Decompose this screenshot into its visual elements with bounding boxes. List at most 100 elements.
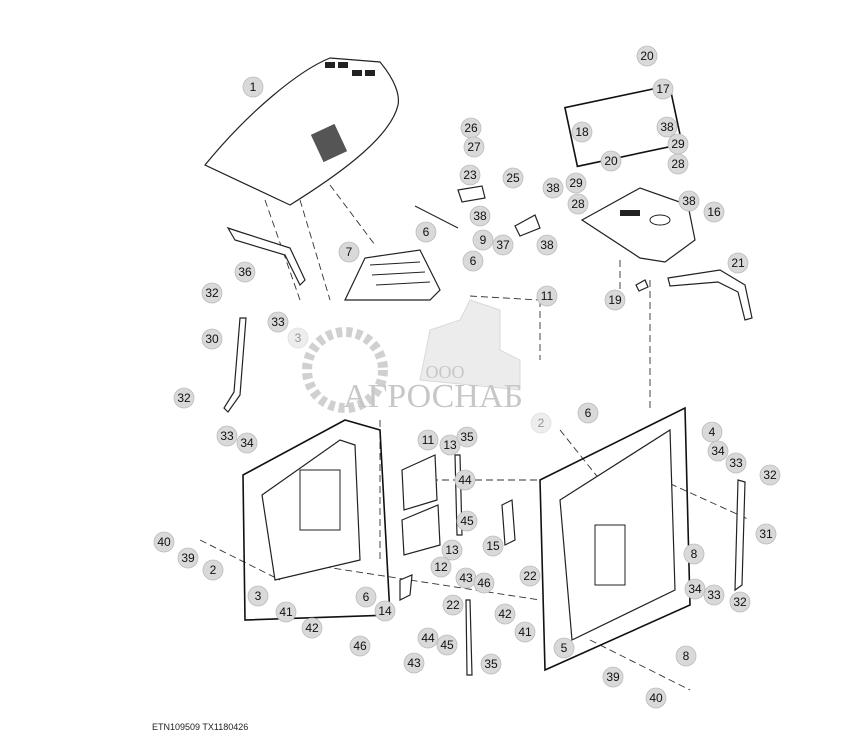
- callout-44: 44: [417, 627, 439, 649]
- svg-text:39: 39: [181, 551, 195, 565]
- svg-text:4: 4: [709, 425, 716, 439]
- svg-text:6: 6: [423, 225, 430, 239]
- callout-38: 38: [542, 177, 564, 199]
- callout-43: 43: [403, 652, 425, 674]
- callout-43: 43: [455, 567, 477, 589]
- callout-33: 33: [216, 425, 238, 447]
- callout-6: 6: [462, 250, 484, 272]
- svg-text:29: 29: [569, 176, 583, 190]
- svg-text:32: 32: [177, 391, 191, 405]
- svg-text:39: 39: [606, 670, 620, 684]
- callout-26: 26: [460, 117, 482, 139]
- figure-id: ETN109509 TX1180426: [152, 722, 249, 732]
- callout-36: 36: [234, 261, 256, 283]
- svg-text:14: 14: [378, 604, 392, 618]
- callout-29: 29: [565, 172, 587, 194]
- callout-20: 20: [636, 45, 658, 67]
- svg-text:12: 12: [434, 560, 448, 574]
- svg-text:36: 36: [238, 265, 252, 279]
- svg-text:44: 44: [421, 631, 435, 645]
- callout-34: 34: [236, 432, 258, 454]
- callout-28: 28: [567, 193, 589, 215]
- svg-text:13: 13: [445, 543, 459, 557]
- svg-text:41: 41: [279, 605, 293, 619]
- callout-8: 8: [675, 645, 697, 667]
- callout-41: 41: [275, 601, 297, 623]
- svg-text:33: 33: [220, 429, 234, 443]
- callout-38: 38: [536, 234, 558, 256]
- svg-text:28: 28: [671, 157, 685, 171]
- panel-12: [401, 504, 441, 556]
- svg-text:32: 32: [733, 595, 747, 609]
- svg-text:9: 9: [480, 233, 487, 247]
- callout-3: 3: [287, 327, 309, 349]
- callout-34: 34: [684, 578, 706, 600]
- svg-text:11: 11: [422, 433, 435, 447]
- svg-text:37: 37: [496, 238, 510, 252]
- panel-4-frame: [539, 406, 691, 672]
- svg-text:8: 8: [683, 649, 690, 663]
- callout-35: 35: [456, 426, 478, 448]
- svg-text:43: 43: [407, 656, 421, 670]
- svg-text:32: 32: [205, 286, 219, 300]
- callout-34: 34: [707, 440, 729, 462]
- strip-35b: [465, 599, 473, 676]
- latch-14: [399, 574, 413, 601]
- callout-45: 45: [456, 510, 478, 532]
- svg-text:29: 29: [671, 137, 685, 151]
- svg-text:6: 6: [585, 406, 592, 420]
- svg-text:33: 33: [707, 588, 721, 602]
- svg-text:33: 33: [271, 315, 285, 329]
- svg-text:32: 32: [763, 468, 777, 482]
- door-panel-4: [559, 428, 676, 641]
- callout-3: 3: [247, 585, 269, 607]
- callout-25: 25: [502, 167, 524, 189]
- svg-text:33: 33: [729, 456, 743, 470]
- svg-text:42: 42: [498, 607, 512, 621]
- callout-39: 39: [177, 547, 199, 569]
- svg-text:3: 3: [255, 589, 262, 603]
- svg-text:5: 5: [561, 641, 568, 655]
- callout-32: 32: [729, 591, 751, 613]
- svg-text:35: 35: [460, 430, 474, 444]
- svg-text:43: 43: [459, 571, 473, 585]
- callout-22: 22: [442, 594, 464, 616]
- leader-lines: [199, 184, 751, 691]
- watermark-logo: ООО АГРОСНАБ: [302, 299, 523, 415]
- door-panel-2: [261, 439, 361, 581]
- callout-33: 33: [703, 584, 725, 606]
- svg-text:22: 22: [523, 569, 537, 583]
- callout-39: 39: [602, 666, 624, 688]
- callout-6: 6: [355, 586, 377, 608]
- post-30: [223, 317, 247, 413]
- callout-11: 11: [536, 285, 558, 307]
- svg-text:13: 13: [443, 438, 457, 452]
- post-31: [734, 479, 746, 592]
- svg-text:28: 28: [571, 197, 585, 211]
- callout-19: 19: [604, 289, 626, 311]
- callout-4: 4: [701, 421, 723, 443]
- panel-11: [401, 454, 438, 511]
- svg-text:41: 41: [518, 625, 532, 639]
- callout-29: 29: [667, 133, 689, 155]
- svg-text:27: 27: [467, 140, 481, 154]
- callout-1: 1: [242, 76, 264, 98]
- callout-22: 22: [519, 565, 541, 587]
- callout-7: 7: [338, 241, 360, 263]
- svg-text:31: 31: [759, 527, 773, 541]
- callout-20: 20: [600, 150, 622, 172]
- callout-13: 13: [441, 539, 463, 561]
- svg-text:23: 23: [463, 168, 477, 182]
- callout-16: 16: [703, 201, 725, 223]
- latch-15: [501, 499, 516, 546]
- svg-text:40: 40: [157, 535, 171, 549]
- svg-text:42: 42: [305, 621, 319, 635]
- callout-5: 5: [553, 637, 575, 659]
- callout-33: 33: [725, 452, 747, 474]
- svg-text:25: 25: [506, 171, 520, 185]
- svg-text:16: 16: [707, 205, 721, 219]
- callout-41: 41: [514, 621, 536, 643]
- svg-text:7: 7: [346, 245, 353, 259]
- svg-text:1: 1: [250, 80, 257, 94]
- svg-text:19: 19: [608, 293, 622, 307]
